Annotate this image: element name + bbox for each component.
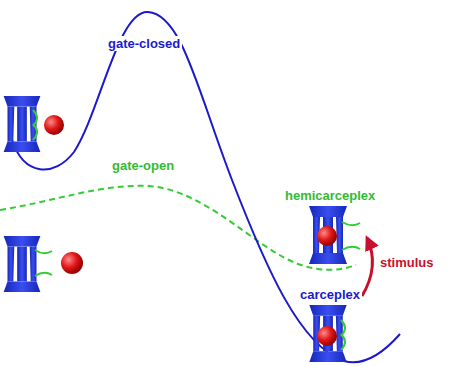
stimulus-arrow — [362, 238, 372, 296]
curve-label: gate-open — [110, 158, 176, 173]
curve-label: carceplex — [298, 287, 362, 302]
hemicarceplex-host — [309, 206, 360, 264]
curve-label: gate-closed — [106, 36, 182, 51]
curve-label: stimulus — [378, 255, 435, 270]
curve-label: hemicarceplex — [283, 188, 377, 203]
gate-closed-curve — [12, 12, 400, 362]
carceplex-host — [309, 305, 346, 362]
closed-host — [4, 96, 41, 152]
guest-ball — [61, 252, 83, 274]
guest-ball — [44, 115, 64, 135]
open-host — [4, 236, 52, 292]
